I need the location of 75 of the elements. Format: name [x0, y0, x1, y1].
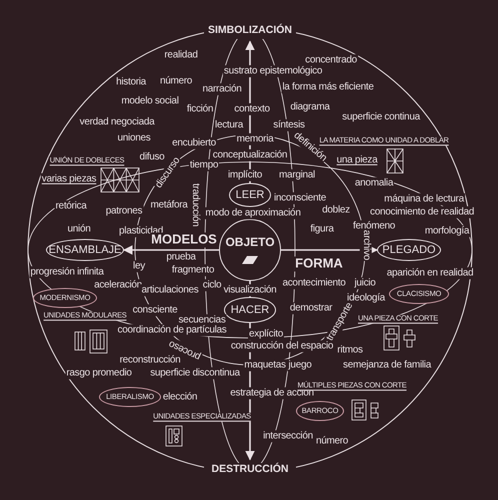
concept-label: morfología [424, 225, 470, 237]
concept-label: historia [115, 76, 147, 88]
concept-label: secuencias [177, 314, 227, 326]
concept-label: intersección [262, 430, 314, 442]
center-circle: OBJETO [219, 219, 281, 281]
concept-label: articulaciones [140, 284, 200, 296]
concept-label: aparición en realidad [386, 267, 474, 279]
concept-label: conceptualización [212, 149, 288, 161]
quadrant-heading: MODELOS [150, 232, 218, 248]
concept-label: modelo social [120, 95, 180, 107]
concept-label: progresión infinita [29, 266, 105, 278]
concept-label: marginal [278, 169, 316, 181]
concept-label: la forma más eficiente [281, 81, 375, 93]
concept-oval: LEER [229, 183, 271, 207]
concept-label: coordinación de partículas [116, 324, 228, 336]
concept-label: una pieza [336, 154, 378, 166]
concept-label: patrones [104, 205, 144, 217]
concept-label: implícito [227, 169, 263, 181]
concept-label: ritmos [336, 344, 364, 356]
concept-label: inconsciente [273, 192, 327, 204]
concept-label: superficie discontinua [149, 367, 241, 379]
concept-label: doblez [321, 204, 351, 216]
arc-label: archivo [360, 228, 372, 262]
concept-oval: ENSAMBLAJE [46, 239, 124, 261]
concept-label: modo de aproximación [204, 207, 302, 219]
concept-label: fragmento [170, 264, 216, 276]
concept-label: uniones [116, 132, 152, 144]
concept-label: ficción [186, 103, 214, 115]
concept-label: número [314, 435, 350, 447]
concept-label: elección [162, 391, 198, 403]
concept-label: sustrato epistemológico [222, 65, 324, 77]
axis-arrow [123, 245, 219, 255]
concept-label: prueba [165, 251, 197, 263]
concept-label: juicio [354, 277, 376, 289]
concept-label: construcción del espacio [230, 340, 334, 352]
concept-label: figura [309, 223, 335, 235]
concept-label: semejanza de familia [342, 359, 432, 371]
concept-label: diagrama [289, 101, 331, 113]
concept-label: explícito [248, 328, 284, 340]
concept-label: visualización [222, 284, 278, 296]
concept-label: metáfora [149, 199, 189, 211]
concept-label: rasgo promedio [65, 367, 133, 379]
quadrant-heading: FORMA [294, 256, 344, 272]
concept-label: varias piezas [40, 173, 98, 185]
concept-label: concentrado [304, 54, 358, 66]
concept-label: máquina de lectura [383, 193, 465, 205]
concept-label: encubierto [171, 137, 217, 149]
concept-label: maquetas [243, 359, 287, 371]
concept-label: difuso [138, 151, 166, 163]
concept-label: aceleración [93, 279, 143, 291]
concept-label: tiempo [188, 159, 220, 171]
concept-label: consciente [132, 304, 178, 316]
concept-label: narración [202, 83, 242, 95]
concept-label: ideología [346, 292, 386, 304]
concept-label: unión [66, 223, 92, 235]
concept-label: superficie continua [341, 111, 421, 123]
concept-oval: HACER [224, 297, 276, 323]
concept-label: ciclo [202, 279, 222, 291]
concept-label: lectura [214, 119, 244, 131]
concept-label: conocimiento de realidad [369, 206, 475, 218]
axis-label: SIMBOLIZACIÓN [204, 24, 296, 38]
concept-label: verdad negociada [78, 116, 156, 128]
concept-label: síntesis [272, 119, 306, 131]
concept-label: acontecimiento [281, 277, 347, 289]
concept-label: juego [288, 359, 312, 371]
concept-oval: PLEGADO [377, 239, 441, 261]
concept-label: realidad [163, 49, 199, 61]
concept-label: retórica [54, 200, 88, 212]
concept-label: memoria [236, 133, 274, 145]
concept-label: anomalia [354, 177, 394, 189]
concept-label: ley [132, 260, 146, 272]
axis-arrow [281, 245, 378, 255]
concept-label: plasticidad [118, 225, 164, 237]
concept-label: contexto [233, 103, 271, 115]
concept-label: número [158, 75, 194, 87]
